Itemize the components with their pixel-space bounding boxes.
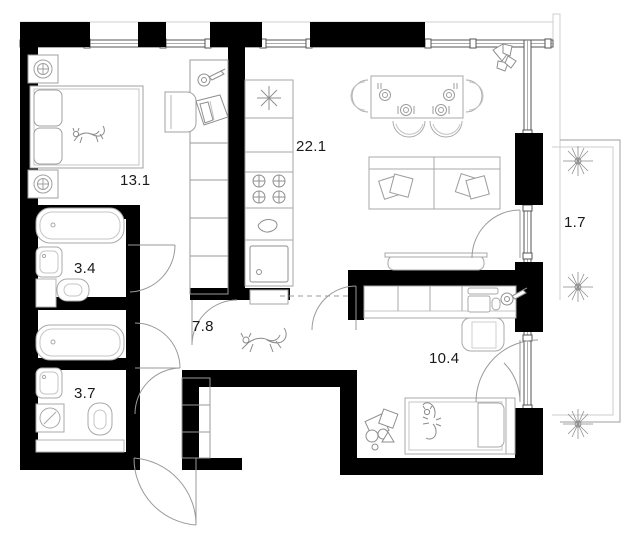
cat (422, 402, 442, 440)
refrigerator-icon (257, 86, 281, 110)
toys (364, 408, 399, 451)
hallway-door-upper (191, 299, 238, 346)
window-band-top (19, 38, 554, 49)
cat (240, 327, 287, 353)
balcony-door-living (471, 209, 521, 259)
bathroom-upper-door (128, 244, 176, 293)
area-label-bathroom-upper: 3.4 (74, 260, 96, 277)
desk-chair (461, 317, 505, 352)
bathroom-upper-fixtures (35, 207, 125, 308)
guitar (500, 287, 528, 306)
area-label-living-kitchen: 22.1 (296, 138, 327, 155)
bedroom-second-door (311, 285, 357, 331)
toilet (87, 402, 113, 436)
bedroom-second-furniture (363, 285, 528, 455)
area-label-balcony: 1.7 (564, 214, 586, 231)
kitchen-units (244, 79, 294, 305)
window-band-right (522, 39, 533, 466)
nightstand-with-lamp (27, 54, 59, 84)
cooktop-four-burner (252, 174, 286, 204)
bathroom-lower-fixtures (35, 324, 125, 453)
balcony-plants (563, 146, 593, 439)
area-label-bathroom-lower: 3.7 (74, 385, 96, 402)
balcony-plant (563, 146, 593, 176)
armchair (164, 91, 197, 133)
closet-items (195, 68, 229, 126)
bench (195, 94, 229, 126)
washbasin (35, 367, 63, 399)
area-label-bedroom-second: 10.4 (429, 350, 460, 367)
living-room-furniture (350, 43, 517, 271)
area-label-hallway: 7.8 (192, 318, 214, 335)
balcony-door-bedroom (475, 339, 539, 403)
single-bed (404, 397, 516, 455)
toilet (56, 278, 90, 302)
washing-machine (35, 403, 65, 433)
double-bed (29, 85, 144, 169)
dishwasher-icon (249, 245, 289, 283)
kitchen-sink-icon (257, 219, 278, 233)
washbasin (35, 246, 63, 278)
balcony-outline (552, 139, 621, 423)
area-label-bedroom-main: 13.1 (120, 172, 151, 189)
two-seat-sofa (368, 156, 501, 210)
guitar (197, 68, 226, 87)
tv-unit (384, 252, 488, 271)
desk (467, 287, 501, 313)
nightstand-with-lamp (27, 169, 59, 199)
entry-door (133, 457, 197, 526)
bathtub (35, 324, 125, 361)
balcony-plant (563, 272, 593, 302)
bathroom-lower-door (134, 322, 181, 415)
living-room-plant (492, 43, 517, 72)
bedroom-main-furniture (27, 54, 197, 199)
dining-table-four-seats (350, 75, 484, 138)
bathtub (35, 207, 125, 244)
cat (72, 125, 105, 144)
balcony-plant (563, 409, 593, 439)
doors (128, 209, 539, 526)
